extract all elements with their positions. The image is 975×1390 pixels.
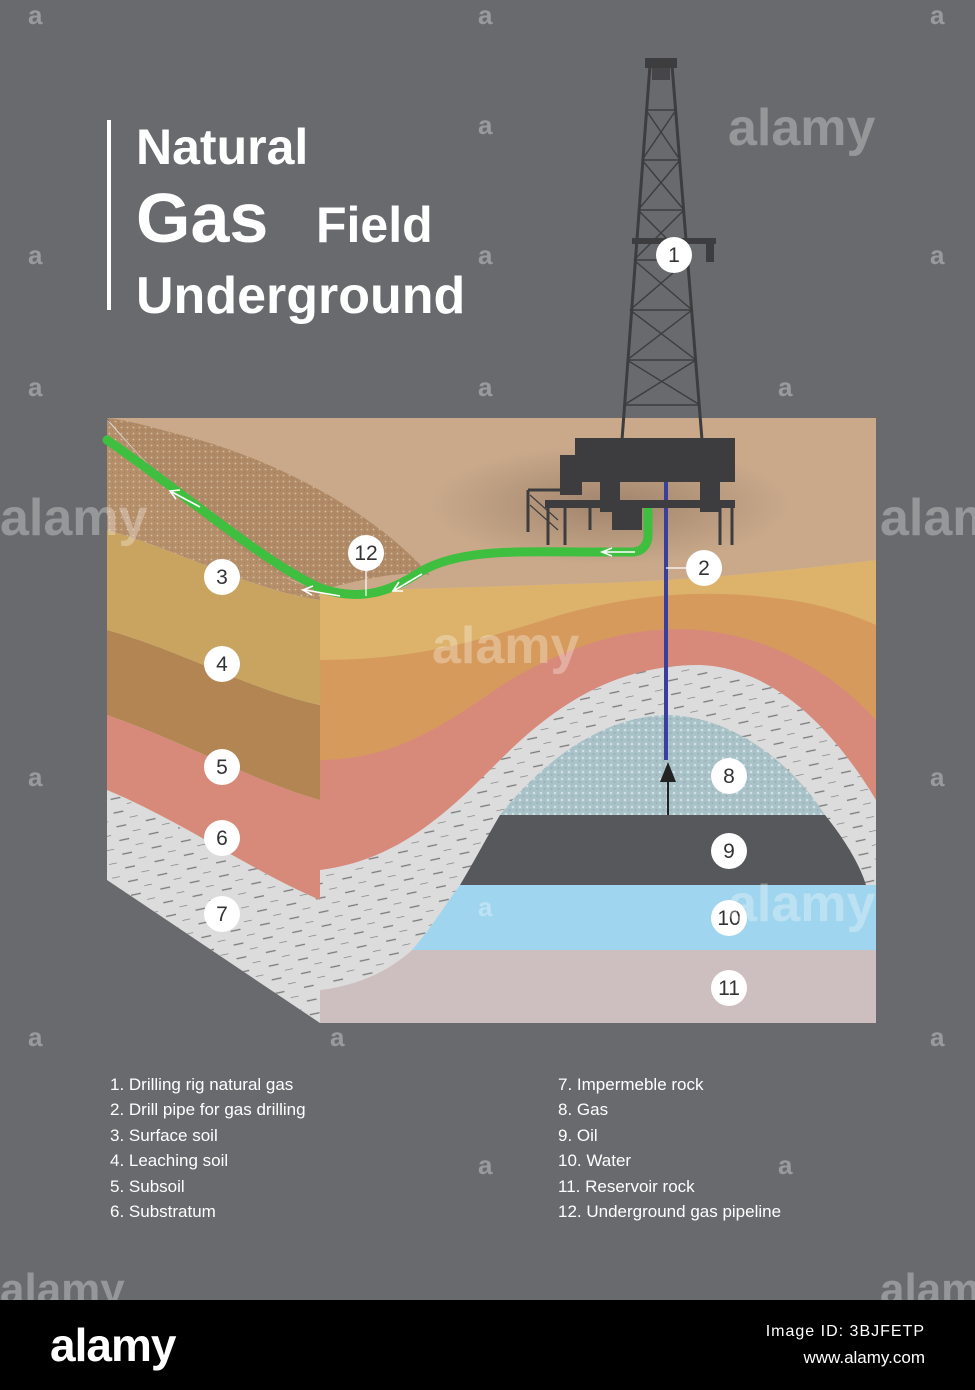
watermark-letter: a [28, 0, 43, 30]
callout-number: 1 [668, 244, 680, 267]
watermark-letter: a [478, 1150, 493, 1180]
callout-number: 7 [216, 903, 228, 926]
legend-item: 8. Gas [558, 1100, 609, 1120]
underground-gas-pipeline [102, 435, 653, 599]
callout-11: 11 [711, 970, 747, 1006]
watermark: alamy [0, 489, 148, 547]
callout-number: 9 [723, 840, 735, 863]
alamy-logo[interactable]: alamy [50, 1319, 176, 1371]
image-id: Image ID: 3BJFETP [765, 1323, 925, 1340]
callout-number: 11 [718, 977, 740, 1000]
title-line-2-small: Field [316, 197, 433, 253]
layer-subsoil-left [107, 630, 320, 800]
watermark-letter: a [330, 1022, 345, 1052]
callout-3: 3 [204, 559, 240, 595]
watermark: alamy [880, 489, 975, 547]
watermark-letter: a [778, 1150, 793, 1180]
title-line-3: Underground [136, 267, 466, 325]
callout-9: 9 [711, 833, 747, 869]
callout-number: 8 [723, 765, 735, 788]
watermark-letter: a [478, 110, 493, 140]
title-line-2: Gas [136, 179, 269, 257]
legend-item: 1. Drilling rig natural gas [110, 1075, 294, 1094]
legend-left: 1. Drilling rig natural gas 2. Drill pip… [110, 1072, 306, 1224]
watermark-letter: a [930, 1022, 945, 1052]
watermark-letter: a [28, 372, 43, 402]
callout-number: 4 [216, 653, 228, 676]
layer-reservoir-rock-bottom [320, 950, 876, 1023]
legend-right: 7. Impermeble rock 8. Gas 9. Oil 10. Wat… [558, 1072, 781, 1224]
watermark-letter: a [28, 240, 43, 270]
legend-item: 9. Oil [558, 1125, 598, 1145]
watermark-letter: a [28, 762, 43, 792]
callout-8: 8 [711, 758, 747, 794]
site-url[interactable]: www.alamy.com [803, 1348, 925, 1367]
watermark-letter: a [478, 240, 493, 270]
legend-item: 10. Water [558, 1151, 632, 1171]
footer-bar: alamy Image ID: 3BJFETP www.alamy.com [0, 1300, 975, 1390]
callout-1: 1 [656, 237, 692, 273]
right-face [320, 560, 876, 1023]
layer-water [412, 885, 876, 950]
watermark-letter: a [930, 762, 945, 792]
callout-number: 3 [216, 566, 228, 589]
layer-substratum-left [107, 715, 320, 900]
layer-leaching-left [107, 530, 320, 705]
legend-item: 2. Drill pipe for gas drilling [110, 1100, 306, 1120]
watermark-letter: a [778, 372, 793, 402]
layer-oil [460, 815, 866, 885]
drill-pipe [660, 440, 676, 815]
drilling-rig [526, 58, 735, 545]
callout-number: 6 [216, 827, 228, 850]
watermark-letter: a [478, 892, 493, 922]
title-accent-bar [107, 120, 111, 310]
callout-2: 2 [686, 550, 722, 586]
callout-10: 10 [711, 900, 747, 936]
legend-item: 3. Surface soil [110, 1125, 218, 1145]
callout-5: 5 [204, 749, 240, 785]
legend-item: 5. Subsoil [110, 1176, 185, 1196]
gas-field-diagram: 1 2 3 4 5 6 7 8 9 10 11 12 [102, 58, 876, 1023]
watermark-letter: a [930, 0, 945, 30]
legend-item: 11. Reservoir rock [558, 1176, 695, 1196]
callout-number: 12 [354, 542, 377, 565]
legend-item: 4. Leaching soil [110, 1151, 229, 1171]
callout-7: 7 [204, 896, 240, 932]
callout-number: 5 [216, 756, 228, 779]
watermark-letter: a [930, 240, 945, 270]
title-line-1: Natural [136, 119, 309, 175]
watermark-letter: a [28, 1022, 43, 1052]
watermark-letter: a [478, 0, 493, 30]
callout-4: 4 [204, 646, 240, 682]
callout-number: 2 [698, 557, 710, 580]
legend-item: 6. Substratum [110, 1202, 216, 1222]
watermark: alamy [728, 875, 876, 933]
watermark: alamy [432, 617, 580, 675]
legend-item: 12. Underground gas pipeline [558, 1202, 782, 1222]
callout-12: 12 [348, 535, 384, 571]
callout-6: 6 [204, 820, 240, 856]
watermark-letter: a [478, 372, 493, 402]
callout-number: 10 [717, 907, 740, 930]
legend-item: 7. Impermeble rock [558, 1075, 704, 1094]
watermark: alamy [728, 99, 876, 157]
